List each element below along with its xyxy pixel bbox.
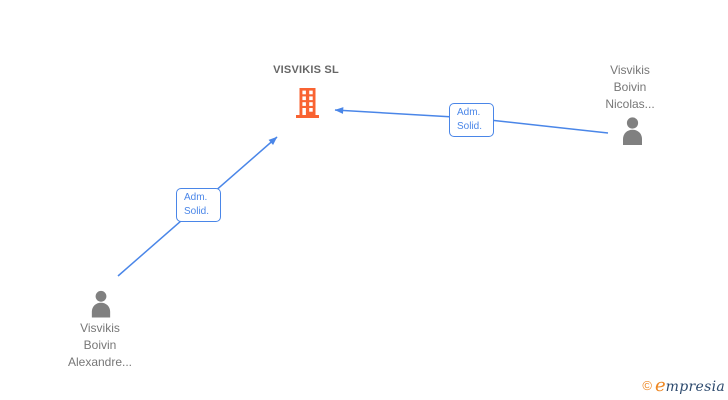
company-building-icon[interactable]	[296, 88, 319, 123]
person-icon-alexandre[interactable]	[88, 290, 114, 323]
person-name-alexandre[interactable]: Visvikis Boivin Alexandre...	[67, 321, 133, 369]
edge-label-adm-solid-alexandre[interactable]: Adm. Solid.	[176, 188, 221, 222]
copyright-icon: ©	[642, 378, 653, 393]
person-icon	[91, 290, 111, 318]
edge-label-adm-solid-nicolas[interactable]: Adm. Solid.	[449, 103, 494, 137]
building-icon	[296, 88, 319, 118]
company-node-title[interactable]: VISVIKIS SL	[273, 64, 339, 76]
empresia-logo[interactable]: ©empresia	[642, 375, 725, 396]
logo-brand-initial: e	[655, 375, 666, 396]
person-icon	[623, 117, 642, 145]
logo-brand-rest: mpresia	[665, 379, 725, 395]
person-icon-nicolas[interactable]	[619, 117, 646, 150]
person-name-nicolas[interactable]: Visvikis Boivin Nicolas...	[605, 63, 655, 111]
